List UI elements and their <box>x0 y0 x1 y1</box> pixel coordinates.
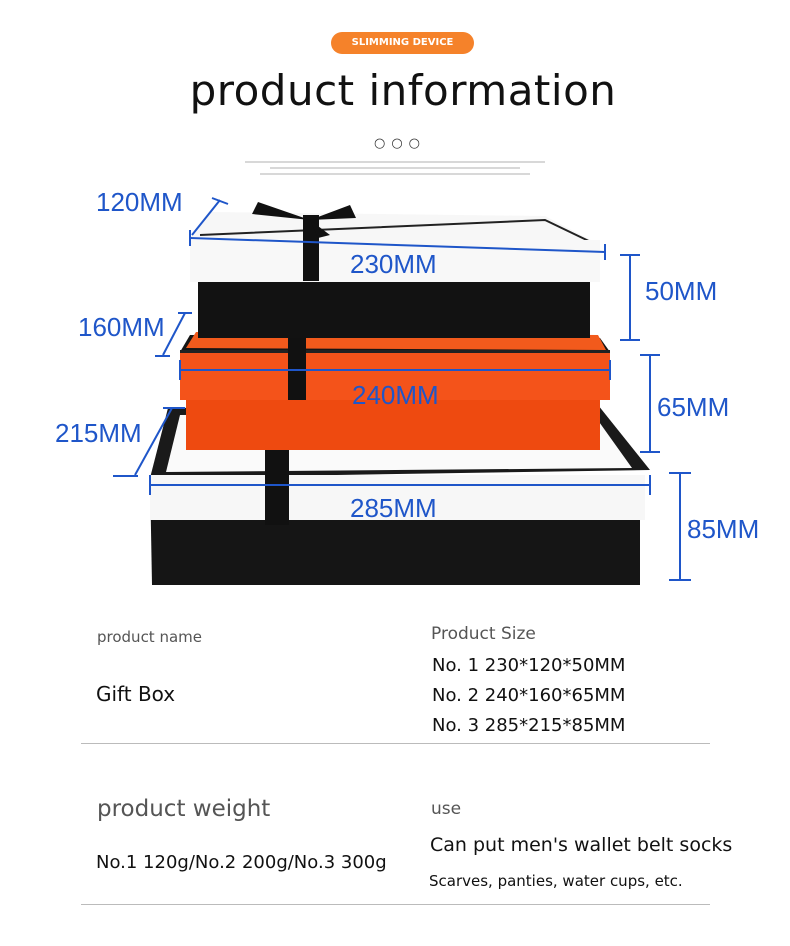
size-no2: No. 2 240*160*65MM <box>432 685 626 706</box>
page-title: product information <box>189 66 617 115</box>
use-label: use <box>431 799 462 819</box>
box-1 <box>190 202 600 338</box>
size-no1: No. 1 230*120*50MM <box>432 655 626 676</box>
decorative-dots: ○○○ <box>373 136 427 151</box>
gift-box-stack-illustration <box>113 197 691 585</box>
fine-print-decoration <box>245 157 545 179</box>
product-name-label: product name <box>97 628 202 646</box>
product-weight-value: No.1 120g/No.2 200g/No.3 300g <box>96 852 387 873</box>
dimension-lines <box>113 197 691 581</box>
product-name-value: Gift Box <box>96 682 176 706</box>
bow-icon <box>252 202 356 238</box>
box1-width-label: 230MM <box>350 249 437 279</box>
use-line-2: Scarves, panties, water cups, etc. <box>429 872 683 890</box>
box3-depth-label: 215MM <box>55 418 142 448</box>
use-line-1: Can put men's wallet belt socks <box>430 834 733 856</box>
divider <box>81 743 710 744</box>
box2-width-label: 240MM <box>352 380 439 410</box>
box1-height-label: 50MM <box>645 276 718 306</box>
box1-depth-label: 120MM <box>96 187 183 217</box>
size-no3: No. 3 285*215*85MM <box>432 715 626 736</box>
box2-height-label: 65MM <box>657 392 730 422</box>
divider <box>81 904 710 905</box>
box2-depth-label: 160MM <box>78 312 165 342</box>
category-badge: SLIMMING DEVICE <box>331 32 474 54</box>
product-size-label: Product Size <box>431 624 536 644</box>
box3-height-label: 85MM <box>687 514 760 544</box>
product-weight-label: product weight <box>97 796 271 822</box>
box3-width-label: 285MM <box>350 493 437 523</box>
